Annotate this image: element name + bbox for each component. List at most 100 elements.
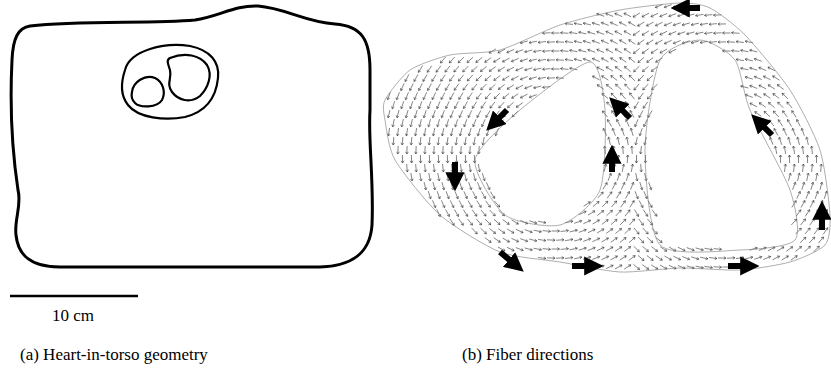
fiber-arrow [603,128,607,135]
fiber-arrow [764,111,770,116]
fiber-arrow [437,155,440,163]
fiber-arrow [639,93,644,99]
fiber-arrow [486,201,491,207]
fiber-arrow [788,137,791,145]
fiber-arrow [503,93,509,98]
fiber-arrow [442,146,445,154]
fiber-arrow [498,67,505,71]
fiber-arrow [633,31,640,36]
fiber-arrow [647,93,652,99]
fiber-arrow [607,102,612,108]
fiber-arrow [634,66,640,72]
fiber-arrow [469,182,472,190]
fiber-arrow [639,146,642,154]
fiber-arrow [801,146,804,154]
fiber-arrow [604,164,607,172]
fiber-arrow [736,40,744,43]
fiber-arrow [611,219,617,224]
fiber-arrow [465,173,468,181]
fiber-arrow [597,265,604,268]
fiber-arrow [809,237,814,243]
fiber-arrow [660,13,667,17]
fiber-arrow [755,112,762,117]
fiber-arrow [464,137,467,145]
fiber-arrow [450,75,455,81]
fiber-arrow [503,76,510,80]
fiber-arrow [460,164,463,172]
fiber-arrow [477,201,481,208]
fiber-arrow [629,237,635,242]
fiber-arrow [498,85,504,90]
fiber-arrow [620,93,625,99]
fiber-arrow [624,13,631,17]
fiber-arrow [458,75,463,81]
fiber-arrow [490,119,494,126]
fiber-arrow [635,137,638,145]
fiber-arrow [620,40,627,44]
fiber-arrow [592,238,599,242]
fiber-arrow [750,247,758,250]
fiber-arrow [446,137,449,145]
fiber-arrow [469,164,472,172]
fiber-arrow [511,58,518,62]
fiber-arrow [432,110,435,118]
fiber-arrow [651,49,658,53]
fiber-arrow [481,102,486,109]
fiber-arrow [485,93,490,99]
fiber-arrow [617,173,620,181]
fiber-arrow [634,210,638,217]
fiber-arrow [481,228,487,233]
fiber-arrow [625,228,631,234]
fiber-arrow [428,191,431,199]
fiber-arrow [664,22,671,26]
fiber-arrow [660,31,667,35]
fiber-arrow [793,182,796,189]
fiber-arrow [631,164,634,172]
fiber-arrow [574,238,582,241]
fiber-arrow [606,67,613,71]
fiber-arrow [714,248,722,251]
fiber-arrow [638,40,645,45]
fiber-arrow [616,119,620,126]
fiber-arrow [631,182,634,189]
fiber-arrow [525,230,533,233]
fiber-arrow [396,110,399,118]
fiber-arrow [619,22,626,26]
fiber-arrow [410,155,413,163]
fiber-arrow [635,155,638,163]
fiber-arrow [442,164,445,172]
fiber-arrow [796,210,801,216]
fiber-arrow [579,31,587,34]
fiber-arrow [520,77,527,80]
fiber-arrow [490,192,494,199]
fiber-arrow [696,32,704,35]
fiber-arrow [660,265,667,269]
fiber-arrow [750,49,758,52]
fiber-arrow [629,57,635,62]
fiber-arrow [445,84,449,91]
fiber-arrow [583,238,590,241]
fiber-arrow [787,102,792,108]
fiber-arrow [516,229,523,233]
fiber-arrow [615,228,621,233]
fiber-arrow [606,13,613,16]
fiber-arrow [612,146,615,154]
subfigure-caption: (b) Fiber directions [462,345,593,365]
fiber-arrow [423,92,427,99]
fiber-arrow [696,248,704,251]
fiber-arrow [477,110,481,117]
fiber-arrow [463,66,469,72]
fiber-arrow [584,202,591,206]
fiber-arrow [615,67,621,72]
fiber-arrow [629,75,635,81]
fiber-arrow [682,23,690,26]
fiber-arrow [621,128,624,136]
fiber-arrow [597,85,604,89]
fiber-arrow [639,128,642,136]
fiber-arrow [396,128,399,136]
fiber-arrow [392,119,395,127]
fiber-arrow [472,84,477,90]
fiber-arrow [786,247,792,252]
fiber-arrow [451,146,454,154]
fiber-arrow [419,137,422,145]
